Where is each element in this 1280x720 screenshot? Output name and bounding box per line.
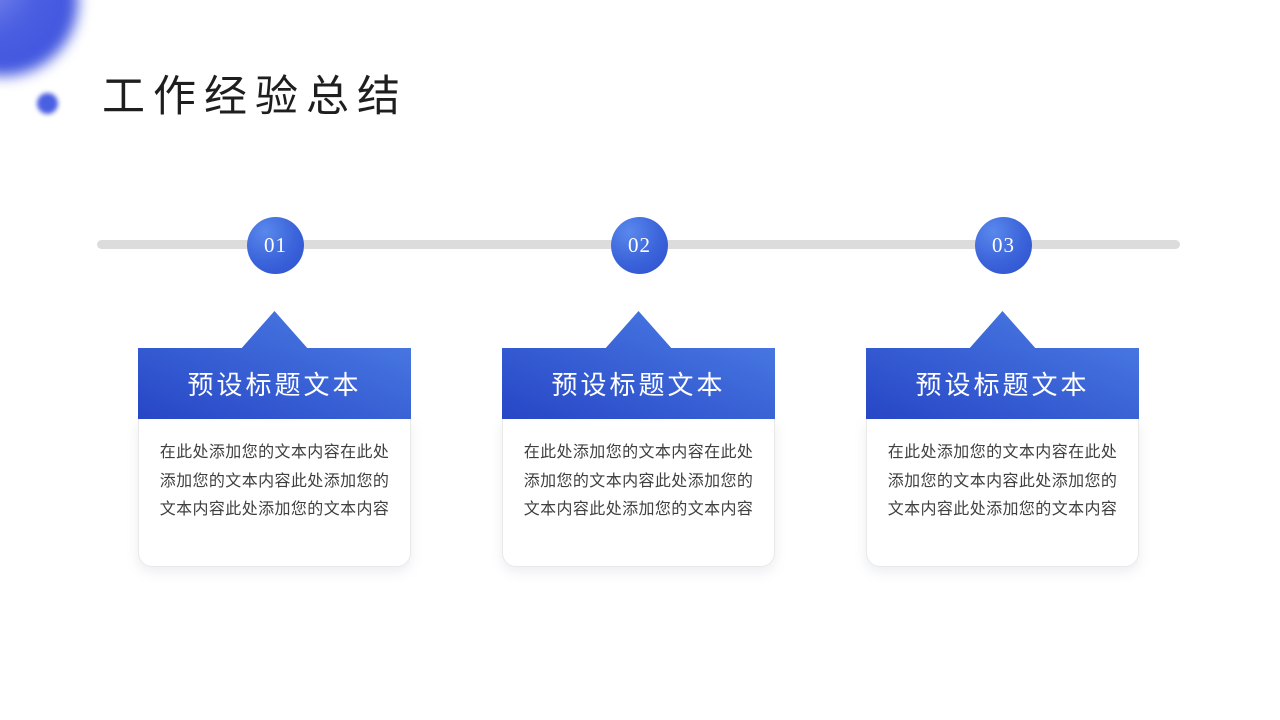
timeline-card-2: 预设标题文本 在此处添加您的文本内容在此处添加您的文本内容此处添加您的文本内容此… bbox=[502, 311, 775, 567]
card-body: 在此处添加您的文本内容在此处添加您的文本内容此处添加您的文本内容此处添加您的文本… bbox=[502, 419, 775, 567]
card-body-text: 在此处添加您的文本内容在此处添加您的文本内容此处添加您的文本内容此处添加您的文本… bbox=[523, 442, 754, 518]
card-body: 在此处添加您的文本内容在此处添加您的文本内容此处添加您的文本内容此处添加您的文本… bbox=[138, 419, 411, 567]
timeline-node-01: 01 bbox=[247, 217, 304, 274]
card-header-with-arrow: 预设标题文本 bbox=[502, 311, 775, 419]
timeline-node-02: 02 bbox=[611, 217, 668, 274]
card-title: 预设标题文本 bbox=[187, 371, 362, 400]
card-body-text: 在此处添加您的文本内容在此处添加您的文本内容此处添加您的文本内容此处添加您的文本… bbox=[159, 442, 390, 518]
card-body: 在此处添加您的文本内容在此处添加您的文本内容此处添加您的文本内容此处添加您的文本… bbox=[866, 419, 1139, 567]
timeline-node-03: 03 bbox=[975, 217, 1032, 274]
timeline-node-number: 03 bbox=[992, 233, 1015, 257]
corner-blob-decoration bbox=[0, 0, 78, 76]
timeline-card-1: 预设标题文本 在此处添加您的文本内容在此处添加您的文本内容此处添加您的文本内容此… bbox=[138, 311, 411, 567]
small-dot-decoration bbox=[37, 93, 58, 114]
timeline-node-number: 02 bbox=[628, 233, 651, 257]
card-title: 预设标题文本 bbox=[551, 371, 726, 400]
card-title: 预设标题文本 bbox=[915, 371, 1090, 400]
card-body-text: 在此处添加您的文本内容在此处添加您的文本内容此处添加您的文本内容此处添加您的文本… bbox=[887, 442, 1118, 518]
slide-title: 工作经验总结 bbox=[102, 74, 408, 121]
card-header-with-arrow: 预设标题文本 bbox=[138, 311, 411, 419]
card-header-with-arrow: 预设标题文本 bbox=[866, 311, 1139, 419]
timeline-node-number: 01 bbox=[264, 233, 287, 257]
timeline-card-3: 预设标题文本 在此处添加您的文本内容在此处添加您的文本内容此处添加您的文本内容此… bbox=[866, 311, 1139, 567]
